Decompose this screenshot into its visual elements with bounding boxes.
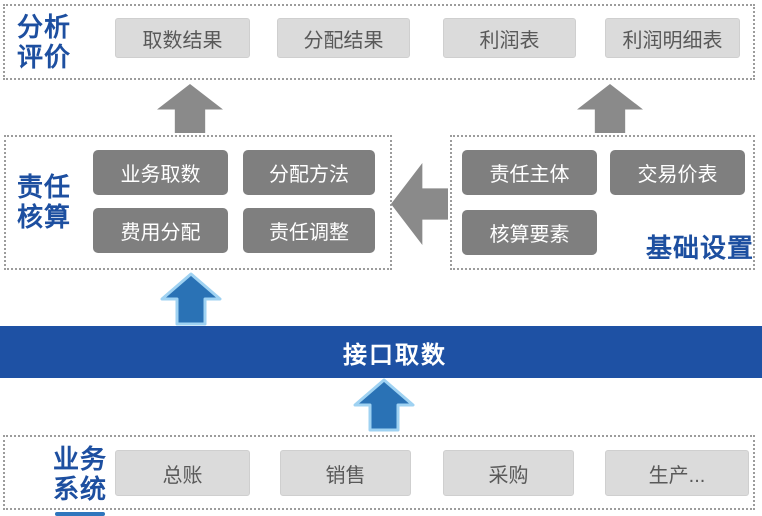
business-node: 销售 — [280, 450, 411, 496]
basic-node: 交易价表 — [610, 150, 745, 195]
up-arrow-icon — [157, 84, 223, 133]
business-layer-label: 业务 系统 — [53, 444, 108, 505]
basic-settings-container — [450, 135, 755, 270]
responsibility-layer-label: 责任 核算 — [17, 172, 72, 233]
analysis-node: 分配结果 — [277, 18, 410, 58]
responsibility-node: 责任调整 — [243, 208, 375, 253]
up-arrow-icon — [577, 84, 643, 133]
blue-up-arrow-icon — [160, 272, 222, 326]
basic-node: 核算要素 — [462, 210, 597, 255]
basic-node: 责任主体 — [462, 150, 597, 195]
interface-band-label: 接口取数 — [343, 341, 447, 369]
cutoff-blue-element — [55, 512, 105, 516]
analysis-node: 利润明细表 — [605, 18, 740, 58]
business-node: 生产... — [605, 450, 749, 496]
analysis-layer-container — [3, 4, 755, 80]
analysis-node: 利润表 — [443, 18, 576, 58]
business-node: 采购 — [443, 450, 574, 496]
analysis-node: 取数结果 — [115, 18, 250, 58]
responsibility-node: 业务取数 — [93, 150, 228, 195]
responsibility-node: 费用分配 — [93, 208, 228, 253]
business-layer-container — [3, 435, 755, 510]
responsibility-node: 分配方法 — [243, 150, 375, 195]
responsibility-layer-container — [4, 135, 392, 270]
interface-band: 接口取数 — [0, 326, 762, 378]
business-node: 总账 — [115, 450, 250, 496]
analysis-layer-label: 分析 评价 — [17, 12, 72, 73]
blue-up-arrow-icon — [353, 378, 415, 432]
basic-settings-label: 基础设置 — [646, 233, 755, 263]
left-arrow-icon — [391, 163, 448, 245]
